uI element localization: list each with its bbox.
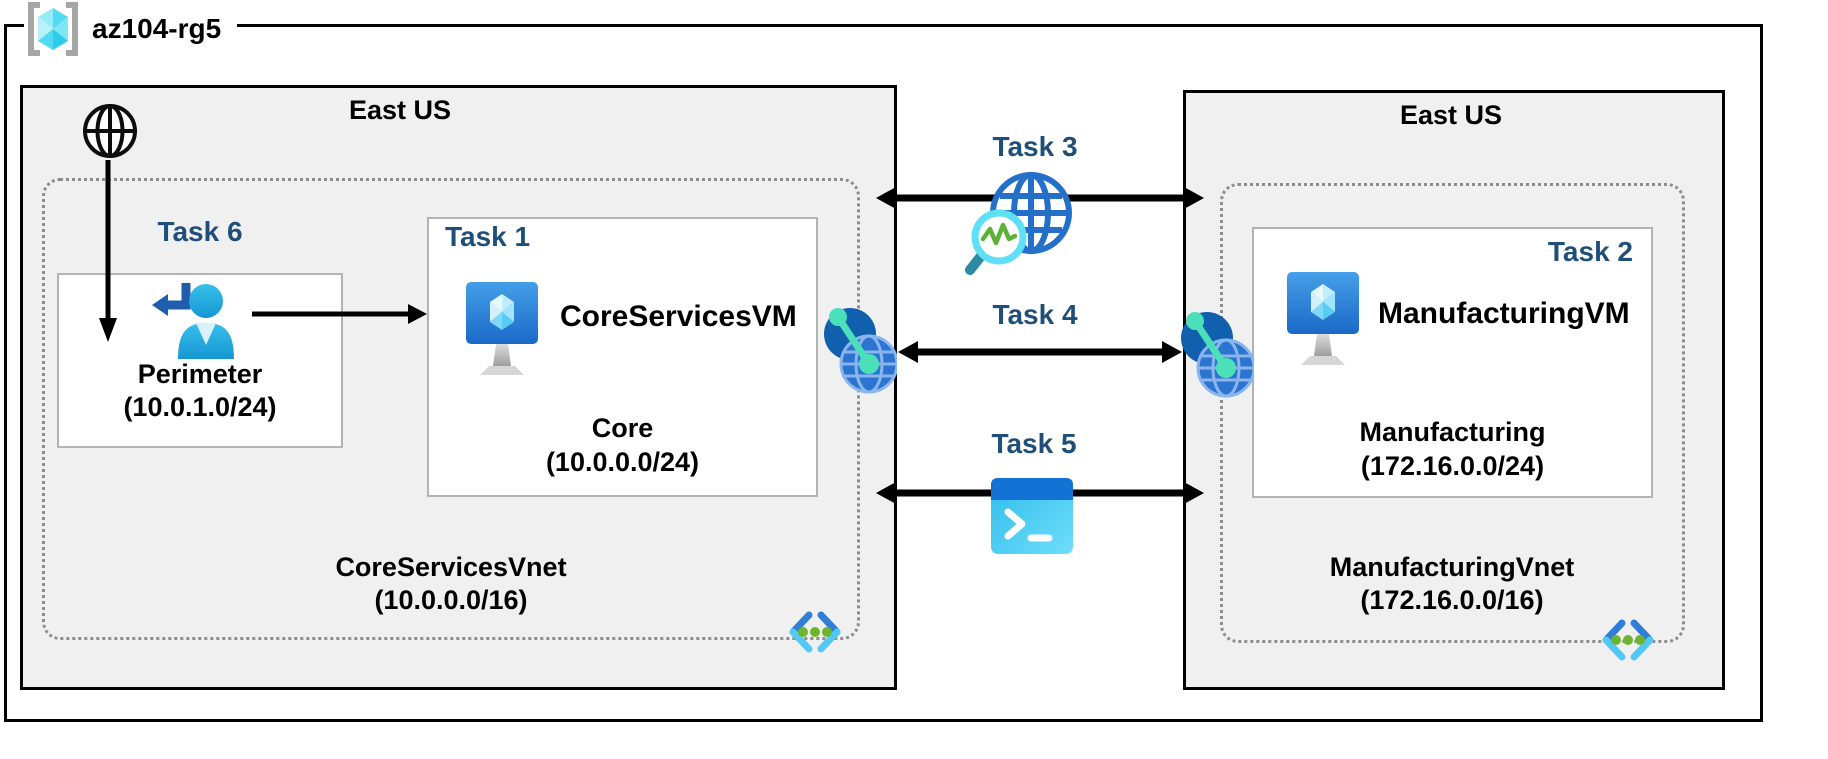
vm-icon-coreservices (466, 282, 538, 375)
perimeter-subnet-label: Perimeter (10.0.1.0/24) (57, 358, 343, 424)
manufacturing-subnet-name: Manufacturing (1359, 417, 1546, 447)
coreservices-vm-name: CoreServicesVM (560, 300, 797, 333)
vm-icon-manufacturing (1287, 272, 1359, 365)
task3-label: Task 3 (992, 131, 1078, 162)
signin-user-icon (152, 283, 234, 359)
region-left-title: East US (348, 95, 452, 125)
task4-double-arrow (898, 341, 1182, 363)
perimeter-subnet-cidr: (10.0.1.0/24) (123, 392, 277, 422)
task5-label: Task 5 (991, 428, 1077, 459)
core-subnet-cidr: (10.0.0.0/24) (545, 447, 700, 477)
vnet-manufacturing-border (1220, 183, 1685, 643)
manufacturing-vm-name: ManufacturingVM (1378, 297, 1630, 330)
resource-group-name: az104-rg5 (92, 13, 222, 44)
vnet-coreservices-border (42, 178, 860, 640)
resource-group-border (4, 24, 1763, 722)
manufacturing-subnet-cidr: (172.16.0.0/24) (1360, 451, 1545, 481)
vnet-peering-icon-left (824, 308, 897, 394)
resource-group-cube-icon (28, 2, 78, 56)
task2-label: Task 2 (1547, 236, 1633, 267)
manufacturing-vnet-cidr: (172.16.0.0/16) (1360, 585, 1544, 615)
internet-to-perimeter-arrow (99, 160, 117, 342)
vnet-brackets-icon-right (1602, 619, 1654, 661)
perimeter-subnet-name: Perimeter (137, 359, 263, 389)
task4-label: Task 4 (992, 299, 1078, 330)
vnet-peering-icon-right (1181, 312, 1254, 398)
coreservices-vnet-name: CoreServicesVnet (335, 552, 567, 582)
manufacturing-subnet-label: Manufacturing (172.16.0.0/24) (1252, 415, 1653, 483)
cloud-shell-icon (991, 478, 1073, 554)
region-right-title: East US (1399, 100, 1503, 130)
manufacturing-vnet-name: ManufacturingVnet (1329, 552, 1575, 582)
core-subnet-name: Core (591, 413, 654, 443)
resource-group-label-group: az104-rg5 (24, 0, 238, 58)
core-subnet-label: Core (10.0.0.0/24) (427, 411, 818, 479)
coreservices-vnet-cidr: (10.0.0.0/16) (374, 585, 528, 615)
internet-globe-icon (83, 104, 137, 158)
manufacturing-vnet-label: ManufacturingVnet (172.16.0.0/16) (1252, 551, 1652, 617)
perimeter-to-core-arrow (252, 304, 427, 324)
coreservices-vnet-label: CoreServicesVnet (10.0.0.0/16) (251, 551, 651, 617)
task1-label: Task 1 (445, 221, 531, 252)
network-watcher-icon (965, 172, 1072, 275)
task6-label: Task 6 (157, 216, 243, 247)
vnet-brackets-icon-left (789, 611, 841, 653)
core-subnet-box (427, 217, 818, 497)
